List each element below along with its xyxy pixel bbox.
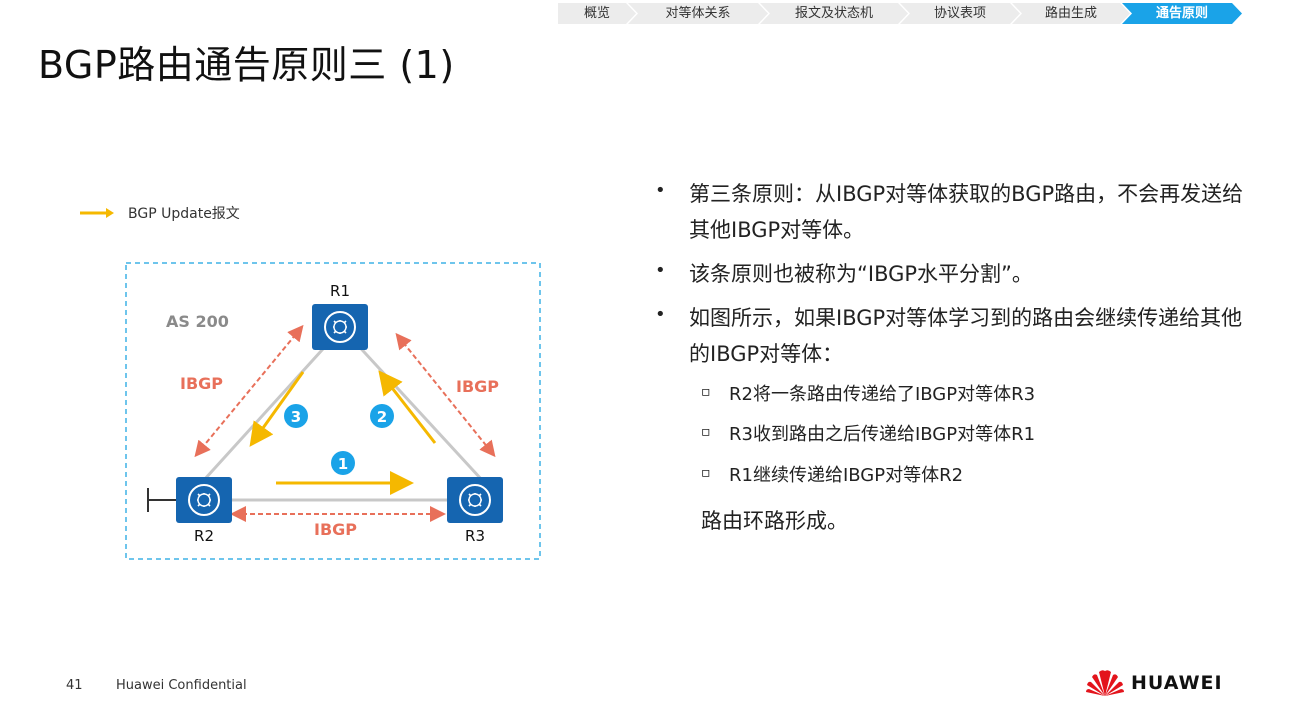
square-bullet-icon: ▫ <box>701 383 711 400</box>
router-icon-center <box>468 493 482 507</box>
nav-item-overview[interactable]: 概览 <box>558 3 636 24</box>
as-boundary <box>125 262 541 560</box>
router-icon <box>324 311 356 343</box>
nav-item-advertise-principles[interactable]: 通告原则 <box>1122 3 1242 24</box>
router-r2[interactable] <box>176 477 232 523</box>
router-r2-label: R2 <box>194 527 214 545</box>
ibgp-label-bottom: IBGP <box>314 520 357 539</box>
bullet-dot-icon: • <box>655 180 666 201</box>
step-circle-1 <box>331 451 355 475</box>
sub-bullet-item: ▫ R1继续传递给IBGP对等体R2 <box>655 462 1255 491</box>
sub-bullet-text: R1继续传递给IBGP对等体R2 <box>729 465 964 487</box>
bullet-dot-icon: • <box>655 304 666 326</box>
brand-name: HUAWEI <box>1131 672 1223 694</box>
sub-bullet-text: R3收到路由之后传递给IBGP对等体R1 <box>729 424 1036 446</box>
step-number-3: 3 <box>291 408 301 426</box>
router-icon-center <box>333 320 347 334</box>
bgp-topology-diagram: AS 200 IBGP IBGP IBGP 1 2 3 R1 R2 <box>125 262 541 560</box>
sub-bullet-item: ▫ R3收到路由之后传递给IBGP对等体R1 <box>655 421 1255 450</box>
router-icon <box>188 484 220 516</box>
page-title: BGP路由通告原则三 (1) <box>38 43 455 87</box>
router-r3[interactable] <box>447 477 503 523</box>
step-circle-3 <box>284 404 308 428</box>
bullet-text: 如图所示，如果IBGP对等体学习到的路由会继续传递给其他的IBGP对等体： <box>689 306 1243 367</box>
nav-item-peer-relation[interactable]: 对等体关系 <box>628 3 768 24</box>
bullet-dot-icon: • <box>655 260 666 282</box>
ibgp-label-right: IBGP <box>456 377 499 396</box>
nav-item-protocol-tables[interactable]: 协议表项 <box>900 3 1020 24</box>
principle-description: • 第三条原则：从IBGP对等体获取的BGP路由，不会再发送给其他IBGP对等体… <box>655 176 1255 539</box>
step-number-2: 2 <box>377 408 387 426</box>
conclusion-text: 路由环路形成。 <box>701 508 848 533</box>
ibgp-label-left: IBGP <box>180 374 223 393</box>
nav-item-message-fsm[interactable]: 报文及状态机 <box>760 3 908 24</box>
update-arrow-r1-to-r2 <box>249 371 305 447</box>
step-circle-2 <box>370 404 394 428</box>
sub-bullet-item: ▫ R2将一条路由传递给了IBGP对等体R3 <box>655 381 1255 410</box>
huawei-flower-icon <box>1086 670 1124 696</box>
legend: BGP Update报文 <box>80 203 240 223</box>
router-icon-center <box>197 493 211 507</box>
link-r1-r2 <box>202 326 344 482</box>
update-arrow-r3-to-r1 <box>378 370 437 444</box>
step-number-1: 1 <box>338 455 348 473</box>
router-r1[interactable] <box>312 304 368 350</box>
legend-label: BGP Update报文 <box>128 206 240 222</box>
square-bullet-icon: ▫ <box>701 424 711 441</box>
sub-bullet-text: R2将一条路由传递给了IBGP对等体R3 <box>729 383 1036 405</box>
router-r1-label: R1 <box>330 282 350 300</box>
square-bullet-icon: ▫ <box>701 465 711 482</box>
huawei-logo: HUAWEI <box>1085 668 1223 698</box>
bullet-text: 第三条原则：从IBGP对等体获取的BGP路由，不会再发送给其他IBGP对等体。 <box>689 182 1244 243</box>
router-icon <box>459 484 491 516</box>
router-r3-label: R3 <box>465 527 485 545</box>
ibgp-arrow-r1-r2 <box>194 324 304 458</box>
confidential-label: Huawei Confidential <box>116 678 247 693</box>
update-arrow-legend-icon <box>80 208 114 218</box>
bullet-item: • 如图所示，如果IBGP对等体学习到的路由会继续传递给其他的IBGP对等体： <box>655 300 1255 372</box>
page-number: 41 <box>66 678 83 693</box>
bullet-item: • 该条原则也被称为“IBGP水平分割”。 <box>655 256 1255 292</box>
as-label: AS 200 <box>166 312 229 331</box>
bullet-text: 该条原则也被称为“IBGP水平分割”。 <box>689 262 1033 287</box>
ibgp-arrow-r1-r3 <box>395 332 496 458</box>
breadcrumb-nav: 概览 对等体关系 报文及状态机 协议表项 路由生成 通告原则 <box>558 3 1234 24</box>
nav-item-route-generation[interactable]: 路由生成 <box>1012 3 1130 24</box>
bullet-item: • 第三条原则：从IBGP对等体获取的BGP路由，不会再发送给其他IBGP对等体… <box>655 176 1255 248</box>
link-r1-r3 <box>340 326 484 482</box>
